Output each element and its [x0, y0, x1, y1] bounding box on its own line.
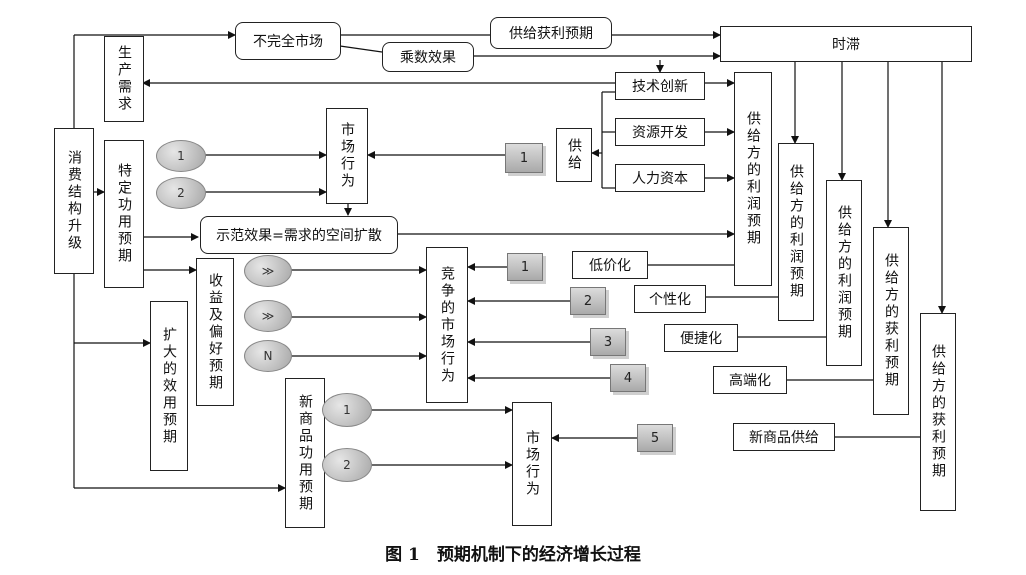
human-capital-box: 人力资本 [615, 164, 705, 192]
supplier-profit-label-2: 供给方的利润预期 [788, 164, 804, 300]
supply-profit-expect-label: 供给获利预期 [509, 26, 593, 42]
gray-marker-4: 3 [590, 328, 626, 356]
gray-marker-1-label: 1 [519, 150, 529, 166]
supply-box: 供给 [556, 128, 592, 182]
incomplete-market-label: 不完全市场 [253, 34, 323, 50]
gray-marker-4-label: 3 [603, 334, 613, 350]
marker-circle-2: 2 [156, 177, 206, 209]
supplier-gain-label-2: 供给方的获利预期 [930, 344, 946, 480]
marker-circle-7: 2 [322, 448, 372, 482]
personalization-label: 个性化 [649, 292, 691, 308]
marker-circle-4: ≫ [244, 300, 292, 332]
time-lag-label: 时滞 [832, 37, 860, 53]
gray-marker-2-label: 1 [520, 259, 530, 275]
supplier-profit-box-1: 供给方的利润预期 [734, 72, 772, 286]
supplier-profit-box-3: 供给方的利润预期 [826, 180, 862, 366]
multiplier-effect-box: 乘数效果 [382, 42, 474, 72]
supplier-gain-box-1: 供给方的获利预期 [873, 227, 909, 415]
marker-circle-5-label: N [263, 349, 273, 363]
marker-circle-5: N [244, 340, 292, 372]
marker-circle-6: 1 [322, 393, 372, 427]
competitive-market-label: 竞争的市场行为 [439, 265, 455, 385]
new-product-supply-label: 新商品供给 [749, 430, 819, 446]
marker-circle-2-label: 2 [177, 186, 185, 200]
competitive-market-box: 竞争的市场行为 [426, 247, 468, 403]
marker-circle-7-label: 2 [343, 458, 351, 472]
connector-lines [73, 31, 946, 492]
supplier-gain-box-2: 供给方的获利预期 [920, 313, 956, 511]
time-lag-box: 时滞 [720, 26, 972, 62]
expanded-utility-label: 扩大的效用预期 [161, 326, 177, 446]
supplier-profit-box-2: 供给方的利润预期 [778, 143, 814, 321]
human-capital-label: 人力资本 [632, 171, 688, 187]
expanded-utility-box: 扩大的效用预期 [150, 301, 188, 471]
market-behavior-box-2: 市场行为 [512, 402, 552, 526]
supplier-profit-label-1: 供给方的利润预期 [745, 111, 761, 247]
marker-circle-3: ≫ [244, 255, 292, 287]
market-behavior-box-1: 市场行为 [326, 108, 368, 204]
gray-marker-5: 4 [610, 364, 646, 392]
supplier-gain-label-1: 供给方的获利预期 [883, 253, 899, 389]
multiplier-effect-label: 乘数效果 [400, 50, 456, 66]
tech-innovation-box: 技术创新 [615, 72, 705, 100]
market-behavior-label-2: 市场行为 [524, 430, 540, 498]
consumption-upgrade-box: 消费结构升级 [54, 128, 94, 274]
low-price-box: 低价化 [572, 251, 648, 279]
supply-profit-expect-box: 供给获利预期 [490, 17, 612, 49]
personalization-box: 个性化 [634, 285, 706, 313]
gray-marker-3: 2 [570, 287, 606, 315]
new-product-utility-box: 新商品功用预期 [285, 378, 325, 528]
gray-marker-6: 5 [637, 424, 673, 452]
convenience-box: 便捷化 [664, 324, 738, 352]
low-price-label: 低价化 [589, 258, 631, 274]
marker-circle-1: 1 [156, 140, 206, 172]
figure-caption: 图 1 预期机制下的经济增长过程 [385, 545, 641, 565]
gray-marker-2: 1 [507, 253, 543, 281]
gray-marker-6-label: 5 [650, 430, 660, 446]
production-demand-box: 生产需求 [104, 36, 144, 122]
supply-label: 供给 [566, 138, 582, 172]
income-pref-box: 收益及偏好预期 [196, 258, 234, 406]
tech-innovation-label: 技术创新 [632, 79, 688, 95]
new-product-supply-box: 新商品供给 [733, 423, 835, 451]
marker-circle-3-label: ≫ [261, 264, 275, 278]
production-demand-label: 生产需求 [116, 45, 132, 113]
resource-dev-label: 资源开发 [632, 125, 688, 141]
incomplete-market-box: 不完全市场 [235, 22, 341, 60]
specific-utility-label: 特定功用预期 [116, 163, 132, 265]
consumption-upgrade-label: 消费结构升级 [66, 150, 82, 252]
convenience-label: 便捷化 [680, 331, 722, 347]
income-pref-label: 收益及偏好预期 [207, 272, 223, 392]
demo-effect-box: 示范效果=需求的空间扩散 [200, 216, 398, 254]
marker-circle-6-label: 1 [343, 403, 351, 417]
high-end-label: 高端化 [729, 373, 771, 389]
specific-utility-box: 特定功用预期 [104, 140, 144, 288]
gray-marker-3-label: 2 [583, 293, 593, 309]
gray-marker-5-label: 4 [623, 370, 633, 386]
resource-dev-box: 资源开发 [615, 118, 705, 146]
gray-marker-1: 1 [505, 143, 543, 173]
high-end-box: 高端化 [713, 366, 787, 394]
marker-circle-4-label: ≫ [261, 309, 275, 323]
marker-circle-1-label: 1 [177, 149, 185, 163]
demo-effect-label: 示范效果=需求的空间扩散 [216, 228, 382, 244]
market-behavior-label-1: 市场行为 [339, 122, 355, 190]
new-product-utility-label: 新商品功用预期 [297, 393, 313, 513]
supplier-profit-label-3: 供给方的利润预期 [836, 205, 852, 341]
